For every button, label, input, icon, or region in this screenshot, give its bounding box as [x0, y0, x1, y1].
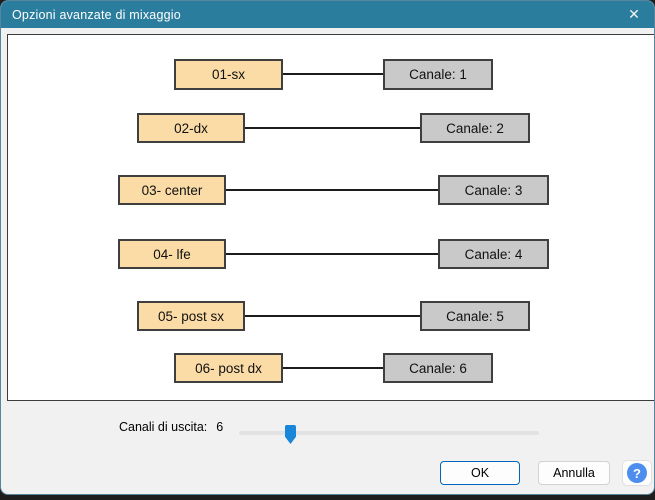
source-node[interactable]: 04- lfe	[118, 239, 226, 269]
connector-wire	[283, 73, 383, 75]
channel-node[interactable]: Canale: 4	[438, 239, 549, 269]
channel-node[interactable]: Canale: 6	[383, 353, 493, 383]
output-channels-slider-track[interactable]	[239, 431, 539, 435]
cancel-button[interactable]: Annulla	[538, 461, 610, 485]
output-channels-value: 6	[216, 420, 224, 434]
help-button[interactable]: ?	[622, 460, 652, 486]
source-node[interactable]: 02-dx	[137, 113, 245, 143]
ok-button[interactable]: OK	[440, 461, 520, 485]
channel-node[interactable]: Canale: 2	[420, 113, 530, 143]
connector-wire	[226, 253, 438, 255]
titlebar: Opzioni avanzate di mixaggio ✕	[1, 1, 654, 28]
help-icon: ?	[627, 463, 647, 483]
connector-wire	[283, 367, 383, 369]
output-channels-label: Canali di uscita: 6	[119, 420, 223, 434]
window-title: Opzioni avanzate di mixaggio	[12, 7, 181, 22]
source-node[interactable]: 03- center	[118, 175, 226, 205]
output-channels-label-text: Canali di uscita:	[119, 420, 208, 434]
source-node[interactable]: 05- post sx	[137, 301, 245, 331]
source-node[interactable]: 06- post dx	[174, 353, 283, 383]
connector-wire	[226, 189, 438, 191]
close-icon[interactable]: ✕	[628, 6, 640, 22]
output-channels-slider-thumb[interactable]	[285, 425, 296, 444]
connector-wire	[245, 315, 420, 317]
mixer-diagram-panel	[7, 34, 654, 401]
source-node[interactable]: 01-sx	[174, 59, 283, 90]
channel-node[interactable]: Canale: 1	[383, 59, 493, 90]
channel-node[interactable]: Canale: 5	[420, 301, 530, 331]
connector-wire	[245, 127, 420, 129]
channel-node[interactable]: Canale: 3	[438, 175, 549, 205]
